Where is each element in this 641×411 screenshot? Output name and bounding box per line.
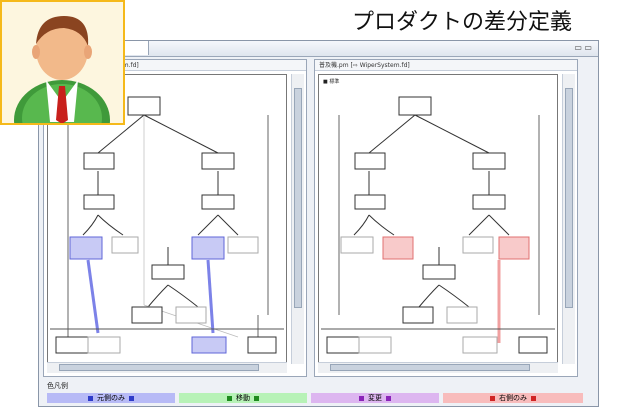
legend-square-icon — [359, 395, 364, 401]
left-vertical-scroll-thumb[interactable] — [294, 88, 302, 308]
left-horizontal-scroll-thumb[interactable] — [59, 364, 259, 371]
legend-square-icon — [227, 395, 232, 401]
right-diagram-canvas[interactable]: ■ 標準 — [318, 74, 558, 364]
legend-square-icon — [88, 395, 93, 401]
legend-square-icon — [531, 395, 536, 401]
legend-changed-label: 変更 — [368, 394, 382, 402]
right-horizontal-scrollbar[interactable] — [318, 362, 558, 373]
avatar — [0, 0, 125, 160]
legend-square-icon — [254, 395, 259, 401]
legend-title: 色凡例 — [47, 382, 68, 390]
left-feature-diagram — [50, 96, 284, 354]
legend-left-only: 元側のみ — [47, 393, 175, 403]
legend-right-only-label: 右側のみ — [499, 394, 527, 402]
legend-square-icon — [129, 395, 134, 401]
legend-changed: 変更 — [311, 393, 439, 403]
legend-moved: 移動 — [179, 393, 307, 403]
page-title: プロダクトの差分定義 — [352, 10, 573, 35]
window-controls[interactable]: ▭ ▭ — [574, 43, 592, 52]
right-vertical-scrollbar[interactable] — [562, 74, 575, 364]
legend-square-icon — [490, 395, 495, 401]
left-pane: 普及機.pm [⇨ WiperSystem.fd] — [43, 59, 307, 377]
legend-left-only-label: 元側のみ — [97, 394, 125, 402]
left-horizontal-scrollbar[interactable] — [47, 362, 287, 373]
legend-right-only: 右側のみ — [443, 393, 583, 403]
right-pane-header: 普及機.pm [⇨ WiperSystem.fd] — [315, 60, 577, 71]
legend-moved-label: 移動 — [236, 394, 250, 402]
right-section-label: ■ 標準 — [323, 78, 339, 85]
legend-square-icon — [386, 395, 391, 401]
right-pane: 普及機.pm [⇨ WiperSystem.fd] ■ 標準 — [314, 59, 578, 377]
businessman-avatar-icon — [14, 16, 110, 160]
editor-window: 普及機.pm ▭ ▭ 普及機.pm [⇨ WiperSystem.fd] — [38, 40, 599, 407]
left-vertical-scrollbar[interactable] — [291, 74, 304, 364]
right-horizontal-scroll-thumb[interactable] — [330, 364, 530, 371]
right-feature-diagram: ■ 標準 — [321, 78, 555, 354]
right-vertical-scroll-thumb[interactable] — [565, 88, 573, 308]
